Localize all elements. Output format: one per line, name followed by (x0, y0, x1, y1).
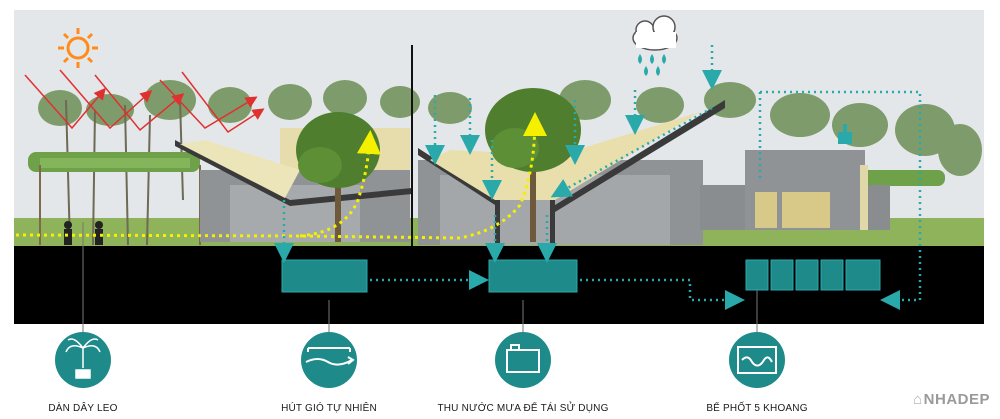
background-trees (38, 80, 982, 176)
watermark-logo: ⌂NHADEP (913, 391, 990, 408)
ventilation-label: HÚT GIÓ TỰ NHIÊN (281, 403, 377, 414)
climbing-legend-icon (55, 332, 111, 388)
septic-legend-icon (729, 332, 785, 388)
rainwater-legend-icon (495, 332, 551, 388)
rainwater-tank-left (281, 259, 368, 293)
water-tank-icon (506, 344, 540, 373)
ventilation-legend-icon (301, 332, 357, 388)
people-silhouettes (64, 221, 103, 245)
wind-icon (305, 347, 355, 366)
septic-tank-icon (737, 346, 777, 374)
rainwater-tank-middle (488, 259, 578, 293)
septic-label: BỂ PHỐT 5 KHOANG (706, 403, 808, 414)
rainwater-label: THU NƯỚC MƯA ĐỂ TÁI SỬ DỤNG (437, 403, 609, 414)
legend-leaders (82, 222, 758, 345)
sun-icon (58, 28, 98, 68)
sun-rays (24, 69, 265, 134)
house-logo-icon: ⌂ (913, 391, 923, 408)
shower-icon (838, 124, 852, 144)
water-flow (274, 45, 922, 310)
palm-trunks (65, 99, 184, 246)
septic-tank-5-chambers (745, 259, 881, 291)
climbing-label: DÀN DÂY LEO (48, 403, 118, 414)
building-block-right (700, 150, 890, 230)
palm-tree-icon (65, 338, 101, 379)
wind-flow (15, 112, 547, 240)
watermark-text: NHADEP (923, 391, 990, 408)
rain-cloud-icon (632, 15, 678, 76)
